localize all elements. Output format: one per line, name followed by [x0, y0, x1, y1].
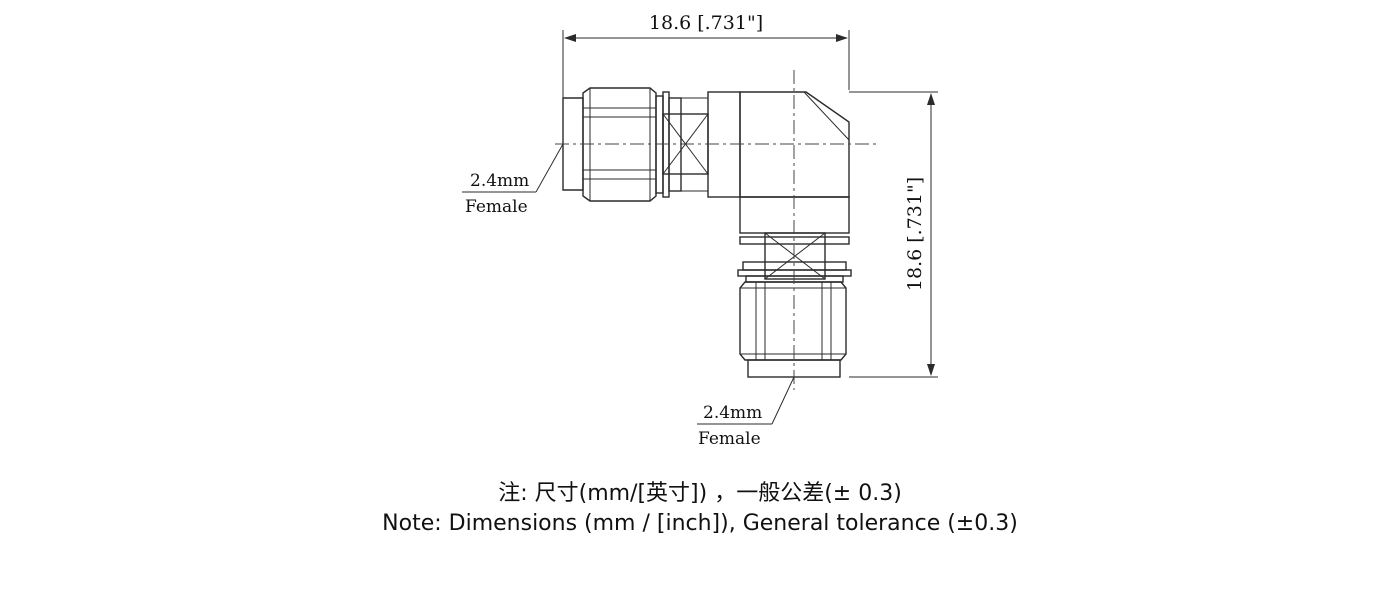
bottom-port-size: 2.4mm [703, 403, 762, 423]
left-port-gender: Female [465, 197, 528, 217]
bottom-port-callout: 2.4mm Female [697, 376, 795, 449]
center-lines [555, 70, 880, 390]
elbow-body [739, 91, 850, 198]
bottom-port-gender: Female [698, 429, 761, 449]
height-dimension: 18.6 [.731"] [849, 91, 938, 378]
height-dimension-label: 18.6 [.731"] [904, 177, 926, 291]
note-english: Note: Dimensions (mm / [inch]), General … [382, 511, 1018, 536]
width-dimension-label: 18.6 [.731"] [649, 12, 763, 34]
note-chinese: 注: 尺寸(mm/[英寸]) ，一般公差(± 0.3) [498, 481, 902, 506]
left-port-callout: 2.4mm Female [462, 143, 564, 217]
left-port-size: 2.4mm [470, 171, 529, 191]
width-dimension: 18.6 [.731"] [562, 12, 850, 140]
connector-drawing: 18.6 [.731"] 18.6 [.731"] [462, 12, 938, 449]
